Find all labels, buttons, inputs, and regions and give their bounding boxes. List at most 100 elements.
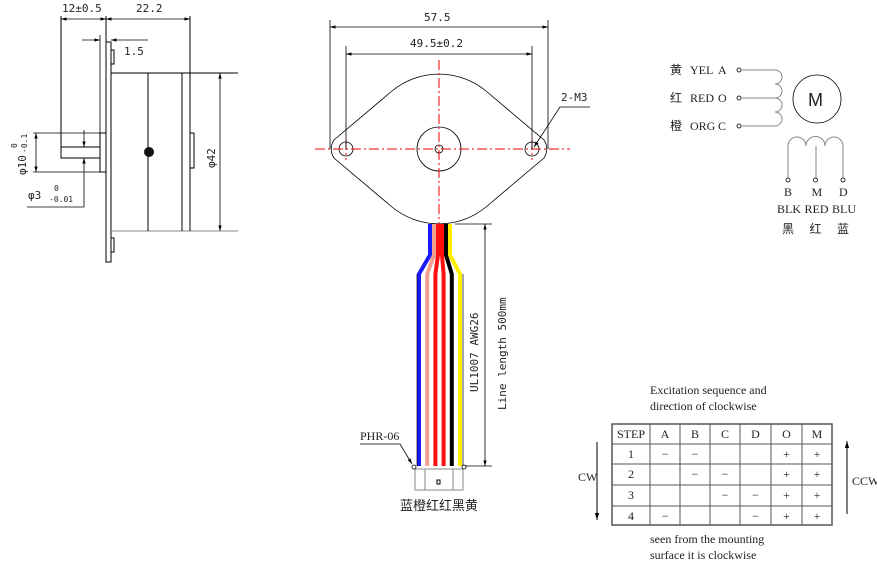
coil-bottom <box>787 136 844 178</box>
lead-wire <box>433 224 440 466</box>
table-cell: − <box>722 488 729 502</box>
lead-terminal <box>840 177 846 183</box>
lead-wire <box>440 224 446 466</box>
mounting-flange <box>330 73 548 225</box>
lead-pin: A <box>718 63 727 77</box>
lead-color: BLU <box>832 202 856 216</box>
lead-terminal <box>736 95 742 101</box>
ccw-label: CCW <box>852 474 877 488</box>
lead-wire <box>448 224 462 466</box>
lead-wire <box>417 224 432 466</box>
lead-wire-bundle <box>416 224 464 466</box>
lead-terminal <box>785 177 791 183</box>
note-line-2: surface it is clockwise <box>650 548 756 562</box>
lead-terminal <box>813 177 818 183</box>
cw-label: CW <box>578 470 598 484</box>
table-cell: − <box>692 467 699 481</box>
dim-body-diameter: φ42 <box>205 148 218 168</box>
table-cell: − <box>752 509 759 523</box>
table-header-cell: O <box>782 427 791 441</box>
plate-tab-bottom <box>110 237 115 253</box>
lead-cn: 蓝 <box>837 222 849 236</box>
dim-shaft-tol-upper: 0 <box>54 184 59 193</box>
side-view: 12±0.5 22.2 1.5 φ42 φ10 0 -0.1 φ3 0 -0.0… <box>10 2 238 263</box>
lead-cn: 红 <box>670 90 682 105</box>
table-cell: − <box>662 447 669 461</box>
dim-pilot-diameter: φ10 <box>16 155 29 175</box>
lead-cn: 橙 <box>670 118 682 133</box>
dim-shaft-length: 12±0.5 <box>62 2 102 15</box>
dim-pilot-tol-upper: 0 <box>10 143 19 148</box>
table-header-cell: C <box>721 427 729 441</box>
excitation-title-1: Excitation sequence and <box>650 383 767 397</box>
table-cell: + <box>783 509 790 523</box>
lead-cn: 黑 <box>782 222 794 236</box>
coil-left <box>774 69 783 127</box>
lead-terminal <box>736 123 742 129</box>
excitation-table: STEP A B C D O M 1 − − + +2 − − + +3 − − + +4 − − + + <box>611 423 833 526</box>
dim-body-length: 22.2 <box>136 2 163 15</box>
lead-pin: D <box>839 185 848 199</box>
table-header-cell: B <box>691 427 699 441</box>
table-cell: + <box>783 488 790 502</box>
mounting-plate <box>105 41 112 263</box>
dim-overall-width: 57.5 <box>424 11 451 24</box>
front-view: 57.5 49.5±0.2 2-M3 UL1007 AWG26 Line len… <box>315 11 590 513</box>
excitation-title-2: direction of clockwise <box>650 399 757 413</box>
lead-color: RED <box>805 202 829 216</box>
lead-wire <box>444 224 454 466</box>
table-cell: + <box>783 447 790 461</box>
lead-pin: C <box>718 119 726 133</box>
cable-spec: UL1007 AWG26 <box>468 313 481 392</box>
lead-cn: 红 <box>810 221 822 236</box>
lead-cn: 黄 <box>670 63 682 77</box>
lead-terminal <box>736 67 742 73</box>
lead-color: BLK <box>777 202 801 216</box>
excitation-table-section: Excitation sequence and direction of clo… <box>578 383 877 562</box>
table-cell: + <box>814 488 821 502</box>
lead-color: YEL <box>690 63 713 77</box>
table-cell: + <box>783 467 790 481</box>
table-cell: + <box>814 509 821 523</box>
table-cell: 1 <box>628 447 634 461</box>
rear-boss <box>189 132 195 169</box>
pilot-boss <box>99 132 107 173</box>
table-cell: − <box>662 509 669 523</box>
lead-wire <box>425 224 436 466</box>
table-cell: 3 <box>628 488 634 502</box>
table-header-cell: M <box>812 427 823 441</box>
dim-hole-spacing: 49.5±0.2 <box>410 37 463 50</box>
dim-shaft-diameter: φ3 <box>28 189 41 202</box>
table-cell: 4 <box>628 509 634 523</box>
table-cell: − <box>752 488 759 502</box>
lead-color: RED <box>690 91 714 105</box>
dim-pilot-tol-lower: -0.1 <box>20 134 29 153</box>
table-header-cell: STEP <box>617 427 645 441</box>
lead-pin: O <box>718 91 727 105</box>
dim-shaft-tol-lower: -0.01 <box>49 195 73 204</box>
table-cell: + <box>814 447 821 461</box>
table-header-cell: D <box>751 427 760 441</box>
dim-plate-thickness: 1.5 <box>124 45 144 58</box>
table-header-cell: A <box>661 427 670 441</box>
lead-pin: B <box>784 185 792 199</box>
table-cell: 2 <box>628 467 634 481</box>
connector-label: PHR-06 <box>360 429 399 443</box>
line-length: Line length 500mm <box>496 297 509 410</box>
table-cell: − <box>722 467 729 481</box>
motor-label: M <box>808 90 823 110</box>
lead-color: ORG <box>690 119 716 133</box>
table-cell: + <box>814 467 821 481</box>
table-border <box>611 423 833 526</box>
note-line-1: seen from the mounting <box>650 532 764 546</box>
shaft <box>60 146 101 159</box>
lead-pin: M <box>812 185 823 199</box>
table-cell: − <box>692 447 699 461</box>
plate-tab-top <box>110 49 115 65</box>
wire-colors-cn: 蓝橙红红黑黄 <box>400 498 478 513</box>
hole-label: 2-M3 <box>561 91 588 104</box>
rivet-dot <box>144 147 154 157</box>
